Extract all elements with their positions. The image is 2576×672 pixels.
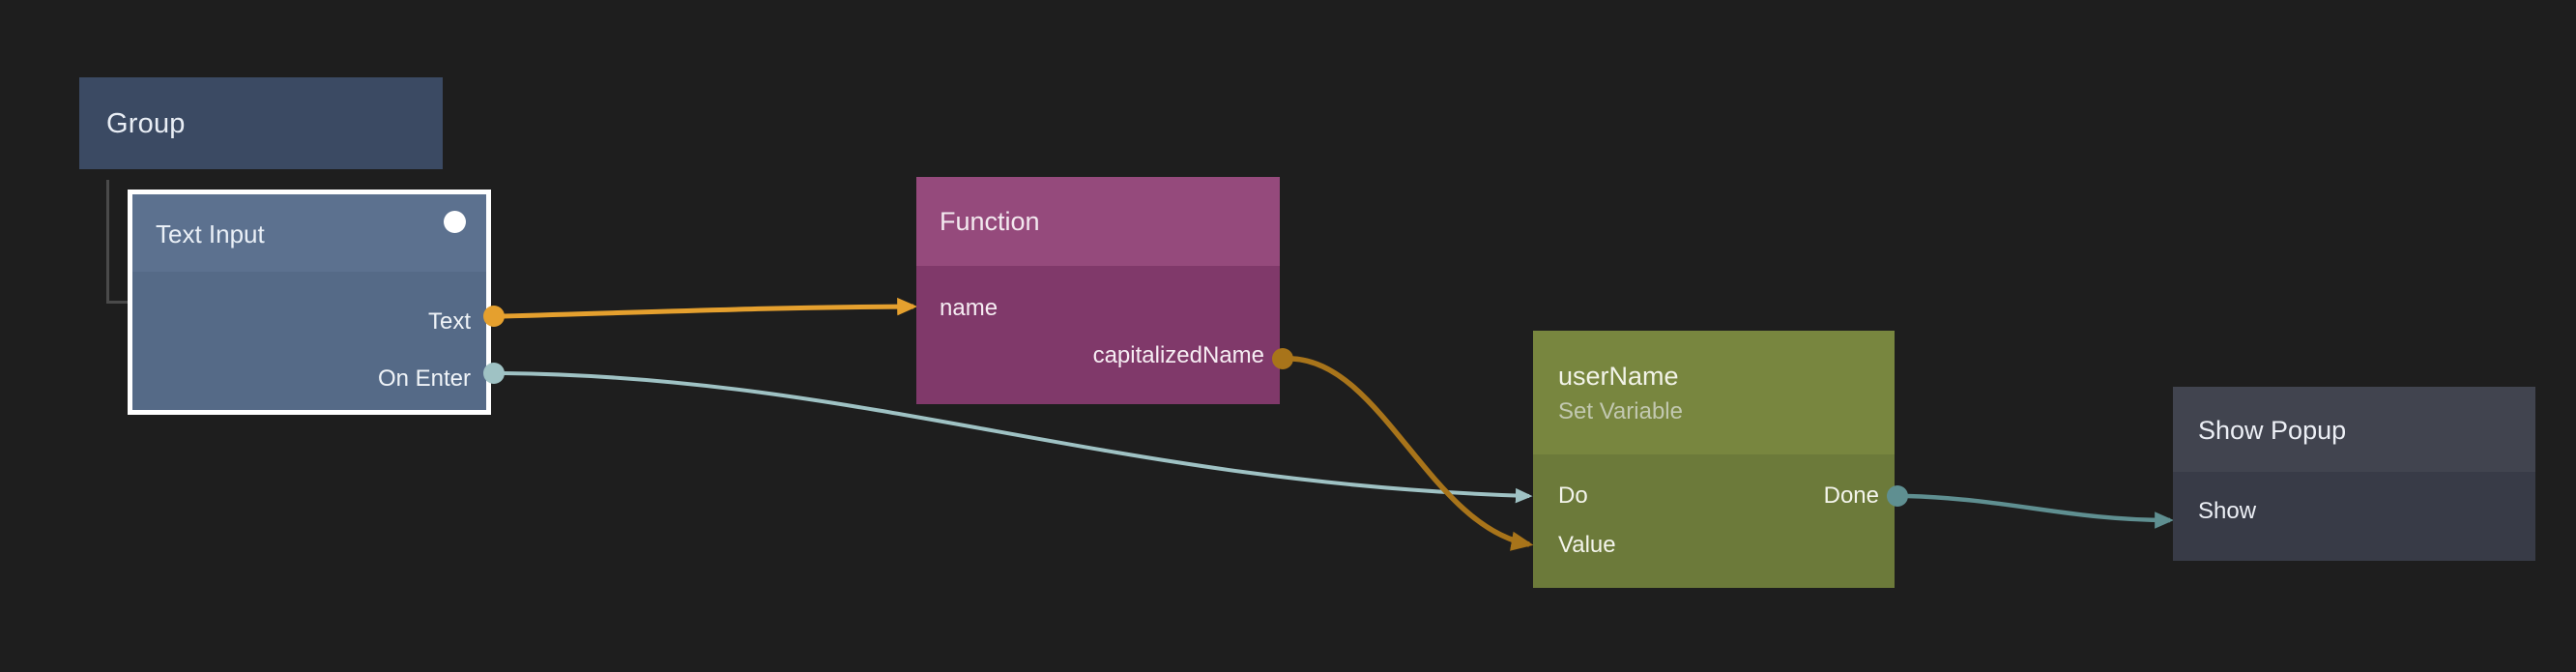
- show-popup-header[interactable]: Show Popup: [2173, 387, 2535, 472]
- node-group[interactable]: Group: [79, 77, 443, 169]
- output-port-label-on-enter: On Enter: [377, 365, 471, 392]
- set-variable-node-title: userName: [1558, 362, 1679, 391]
- output-port-on-enter[interactable]: [483, 363, 505, 384]
- wire-capitalizedname-to-value: [1291, 356, 1534, 551]
- output-port-label-text: Text: [427, 308, 471, 335]
- function-header[interactable]: Function: [916, 177, 1280, 266]
- function-node-title: Function: [940, 207, 1040, 236]
- input-port-label-name: name: [940, 295, 999, 321]
- input-port-label-value: Value: [1558, 532, 1616, 558]
- node-set-variable[interactable]: userName Set Variable Do Value Done: [1533, 331, 1895, 588]
- text-input-title: Text Input: [156, 219, 265, 248]
- text-input-header[interactable]: Text Input: [132, 194, 486, 272]
- output-port-text[interactable]: [483, 306, 505, 327]
- group-child-bracket: [106, 180, 134, 304]
- status-dot-icon[interactable]: [444, 211, 466, 233]
- set-variable-header[interactable]: userName Set Variable: [1533, 331, 1895, 454]
- input-port-label-show: Show: [2198, 498, 2257, 524]
- wire-done-to-show: [1906, 493, 2174, 529]
- output-port-label-capitalized-name: capitalizedName: [1092, 342, 1264, 368]
- input-port-label-do: Do: [1558, 482, 1588, 509]
- node-show-popup[interactable]: Show Popup Show: [2173, 387, 2535, 561]
- output-port-capitalized-name[interactable]: [1272, 348, 1293, 369]
- node-function[interactable]: Function name capitalizedName: [916, 177, 1280, 404]
- group-node-title: Group: [106, 108, 186, 139]
- wire-text-to-name: [503, 297, 918, 319]
- show-popup-node-title: Show Popup: [2198, 416, 2347, 445]
- output-port-done[interactable]: [1887, 485, 1908, 507]
- node-text-input[interactable]: Text Input Text On Enter: [128, 190, 491, 415]
- output-port-label-done: Done: [1823, 482, 1879, 509]
- set-variable-node-subtitle: Set Variable: [1558, 398, 1683, 424]
